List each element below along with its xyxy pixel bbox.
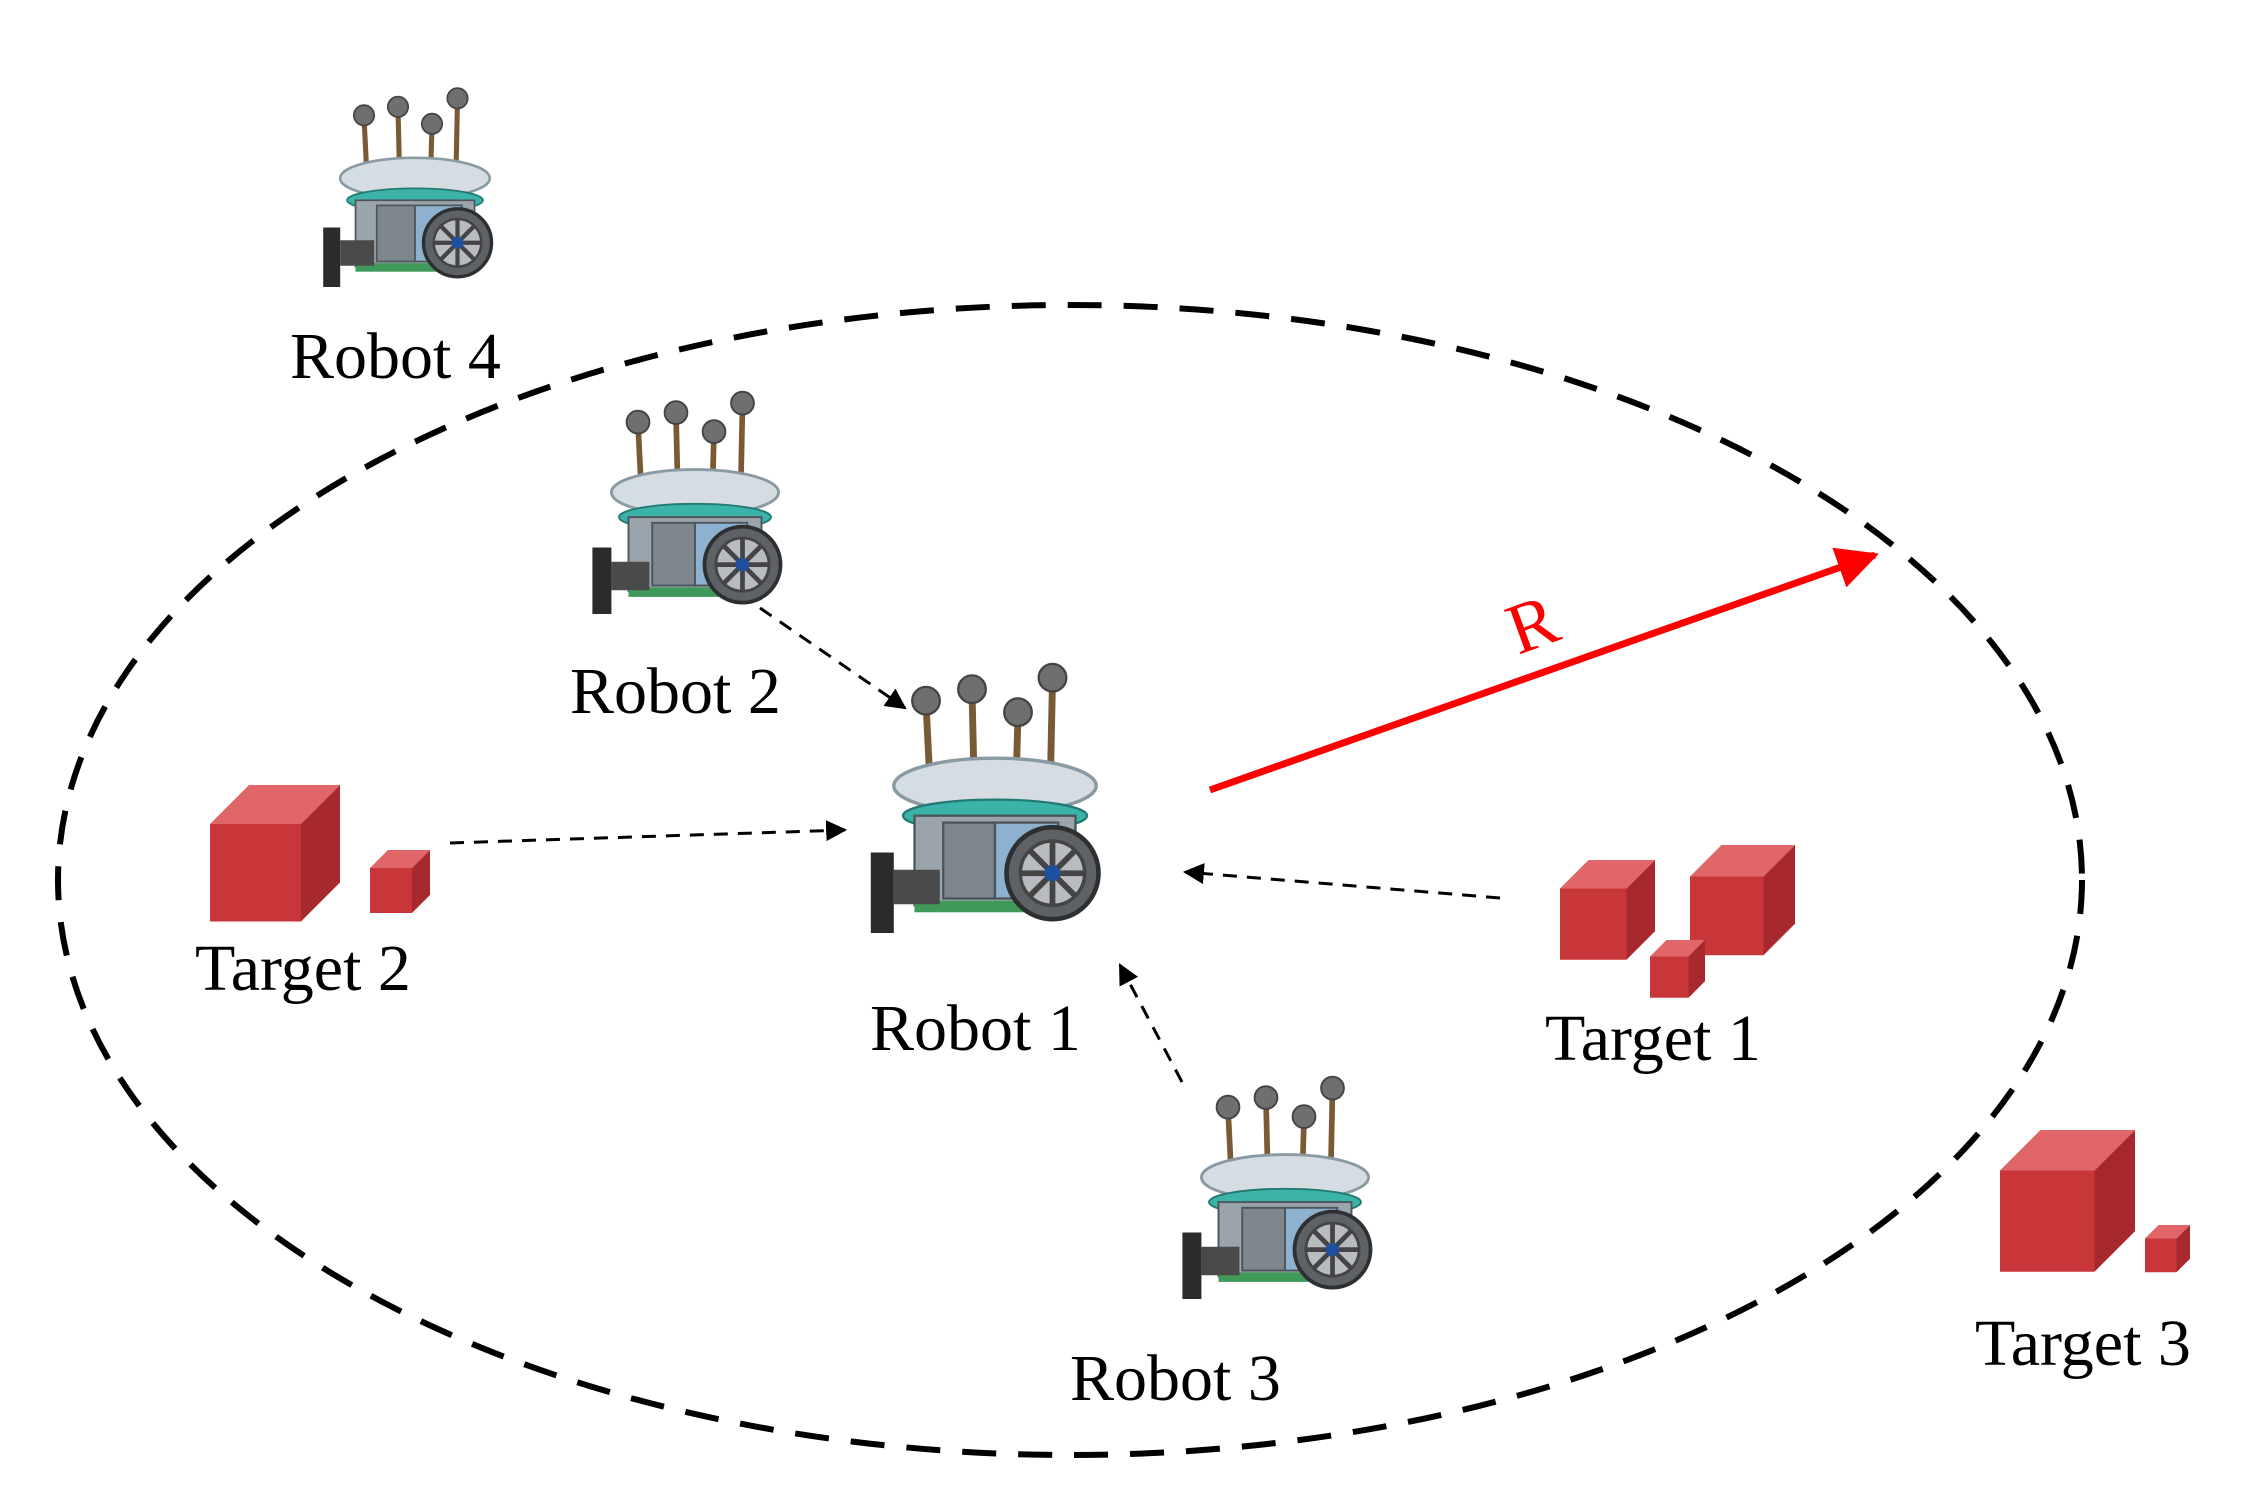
robot-icon <box>871 664 1099 933</box>
robot-icon <box>1182 1077 1370 1299</box>
cube-icon <box>210 785 340 922</box>
radius-label: R <box>1496 578 1568 670</box>
cube-icon <box>1650 940 1705 998</box>
target-2-label: Target 2 <box>195 932 411 1005</box>
arrow-robot3-to-robot1 <box>1118 963 1184 1083</box>
robot-2-label: Robot 2 <box>570 655 781 728</box>
target-1-label: Target 1 <box>1545 1002 1761 1075</box>
cube-icon <box>370 850 430 913</box>
arrow-robot2-to-robot1 <box>759 606 907 710</box>
robot-1-label: Robot 1 <box>870 992 1081 1065</box>
arrow-target2-to-robot1 <box>449 820 848 845</box>
robot-3-label: Robot 3 <box>1070 1342 1281 1415</box>
target-3-label: Target 3 <box>1975 1307 2191 1380</box>
communication-boundary <box>55 302 2085 1458</box>
robot-icon <box>592 392 780 614</box>
cube-icon <box>1560 860 1655 960</box>
robot-icon <box>323 88 491 287</box>
cube-icon <box>2000 1130 2135 1272</box>
radius-arrow <box>1208 547 1879 794</box>
robot-4-label: Robot 4 <box>290 320 501 393</box>
cube-icon <box>2145 1225 2190 1273</box>
cube-icon <box>1690 845 1795 956</box>
arrow-target1-to-robot1 <box>1182 863 1501 900</box>
